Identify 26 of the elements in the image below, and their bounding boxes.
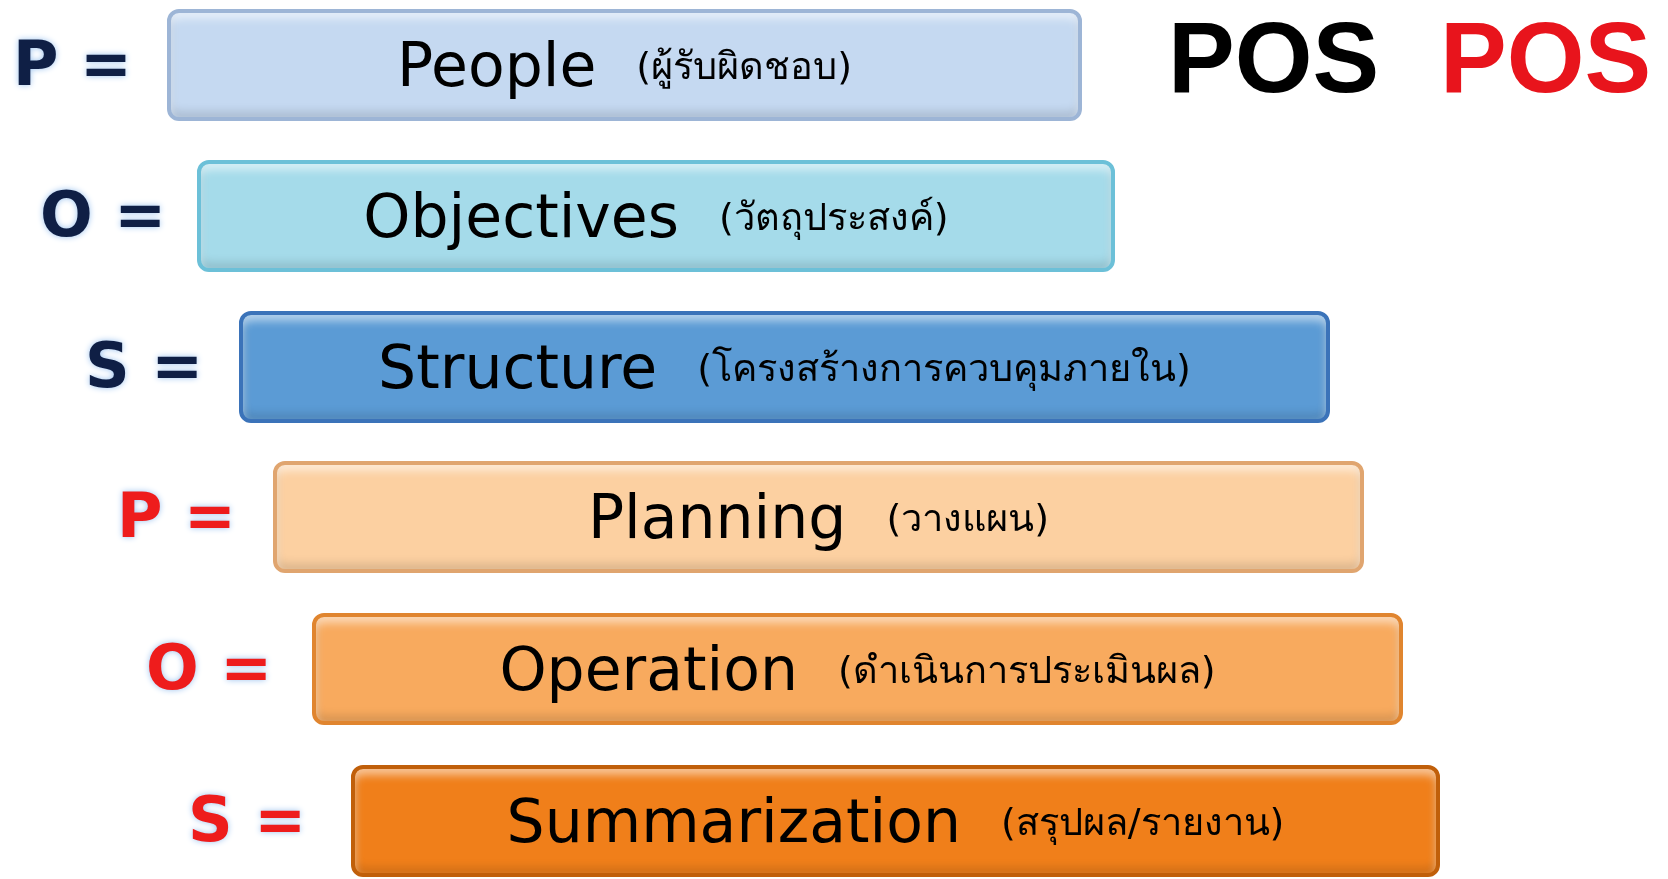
acronym-letter: S = [85, 329, 204, 402]
category-translation: (สรุปผล/รายงาน) [1000, 798, 1285, 847]
category-translation: (ดำเนินการประเมินผล) [837, 646, 1216, 694]
category-title: Planning [587, 482, 847, 552]
category-title: Summarization [506, 786, 961, 856]
acronym-letter: S = [188, 783, 307, 856]
category-title: Structure [378, 332, 658, 402]
category-bar [351, 765, 1440, 877]
acronym-heading: POS [1168, 0, 1380, 115]
category-bar [239, 311, 1330, 423]
acronym-letter: P = [13, 27, 132, 100]
acronym-letter: O = [146, 631, 273, 704]
acronym-letter: O = [40, 178, 167, 251]
category-bar [167, 9, 1082, 121]
category-bar [312, 613, 1403, 725]
category-bar [197, 160, 1115, 272]
category-translation: (โครงสร้างการควบคุมภายใน) [697, 344, 1191, 393]
acronym-heading: POS [1440, 0, 1652, 115]
category-translation: (วัตถุประสงค์) [719, 193, 949, 242]
category-title: People [397, 30, 597, 100]
acronym-letter: P = [117, 479, 236, 552]
category-title: Operation [499, 634, 798, 704]
category-translation: (วางแผน) [886, 494, 1050, 542]
category-translation: (ผู้รับผิดชอบ) [636, 42, 852, 91]
category-title: Objectives [363, 181, 680, 251]
category-bar [273, 461, 1364, 573]
